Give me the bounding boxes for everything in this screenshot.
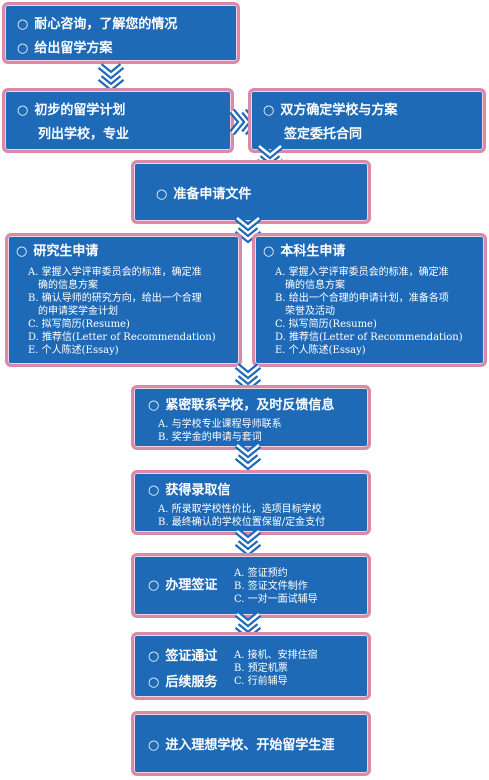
final-title: ○进入理想学校、开始留学生涯 [148,738,335,753]
step-plan: ○初步的留学计划 列出学校，专业 [2,88,234,153]
list-item: A. 签证预约 [234,568,288,579]
list-item: A. 接机、安排住宿 [234,650,318,661]
bullet-icon: ○ [148,578,160,593]
list-item: A. 掌握入学评审委员会的标准，确定准 [275,267,449,278]
step-plan-line2: 列出学校，专业 [38,127,130,142]
bullet-icon: ○ [148,649,160,664]
list-item: C. 一对一面试辅导 [234,594,318,605]
step-prepare-docs: ○准备申请文件 [131,160,371,224]
bullet-icon: ○ [148,675,160,690]
list-item: B. 最终确认的学校位置保留/定金支付 [158,517,326,528]
step-admission: ○获得录取信 A. 所录取学校性价比，选项目标学校 B. 最终确认的学校位置保留… [131,470,371,535]
bullet-icon: ○ [16,244,28,259]
bullet-icon: ○ [17,103,29,118]
list-item: E. 个人陈述(Essay) [275,345,366,356]
bullet-icon: ○ [17,17,29,32]
step-enter-school: ○进入理想学校、开始留学生涯 [131,711,371,776]
list-item: D. 推荐信(Letter of Recommendation) [28,332,216,343]
list-item: B. 确认导师的研究方向，给出一个合理 [28,293,202,304]
list-item: B. 签证文件制作 [234,581,308,592]
list-item: D. 推荐信(Letter of Recommendation) [275,332,463,343]
graduate-title: ○研究生申请 [16,244,99,259]
step-contract-line2: 签定委托合同 [284,127,363,142]
step-visa: ○办理签证 A. 签证预约 B. 签证文件制作 C. 一对一面试辅导 [131,553,371,618]
step-consult: ○耐心咨询，了解您的情况 ○给出留学方案 [2,2,240,64]
step-consult-line2: ○给出留学方案 [17,41,113,56]
chevron-down-icon [233,442,263,472]
step-contract: ○双方确定学校与方案 签定委托合同 [248,88,486,153]
step-plan-line1: ○初步的留学计划 [17,103,126,118]
undergraduate-title: ○本科生申请 [263,244,346,259]
list-item: C. 拟写简历(Resume) [28,319,130,330]
list-item: B. 预定机票 [234,663,288,674]
list-item: A. 所录取学校性价比，选项目标学校 [158,504,322,515]
list-item: 确的信息方案 [38,280,98,291]
list-item: B. 给出一个合理的申请计划，准备各项 [275,293,449,304]
bullet-icon: ○ [148,398,160,413]
bullet-icon: ○ [263,244,275,259]
contact-title: ○紧密联系学校，及时反馈信息 [148,398,335,413]
step-follow-up: ○签证通过 ○后续服务 A. 接机、安排住宿 B. 预定机票 C. 行前辅导 [131,632,371,700]
visa-passed-title: ○签证通过 [148,649,218,664]
list-item: C. 行前辅导 [234,676,288,687]
admission-title: ○获得录取信 [148,483,231,498]
step-contract-line1: ○双方确定学校与方案 [263,103,398,118]
undergraduate-application: ○本科生申请 A. 掌握入学评审委员会的标准，确定准 确的信息方案 B. 给出一… [252,233,487,367]
step-consult-line1: ○耐心咨询，了解您的情况 [17,17,178,32]
list-item: 确的信息方案 [285,280,345,291]
bullet-icon: ○ [263,103,275,118]
list-item: B. 奖学金的申请与套词 [158,432,262,443]
list-item: A. 掌握入学评审委员会的标准，确定准 [28,267,202,278]
list-item: E. 个人陈述(Essay) [28,345,119,356]
bullet-icon: ○ [148,738,160,753]
list-item: 荣誉及活动 [285,306,335,317]
follow-up-title: ○后续服务 [148,675,218,690]
list-item: C. 拟写简历(Resume) [275,319,377,330]
visa-title: ○办理签证 [148,578,218,593]
bullet-icon: ○ [17,41,29,56]
step-contact-school: ○紧密联系学校，及时反馈信息 A. 与学校专业课程导师联系 B. 奖学金的申请与… [131,385,371,450]
bullet-icon: ○ [148,483,160,498]
list-item: 的申请奖学金计划 [38,306,118,317]
bullet-icon: ○ [156,187,168,202]
list-item: A. 与学校专业课程导师联系 [158,419,282,430]
graduate-application: ○研究生申请 A. 掌握入学评审委员会的标准，确定准 确的信息方案 B. 确认导… [5,233,242,367]
step-prepare-docs-title: ○准备申请文件 [156,187,252,202]
